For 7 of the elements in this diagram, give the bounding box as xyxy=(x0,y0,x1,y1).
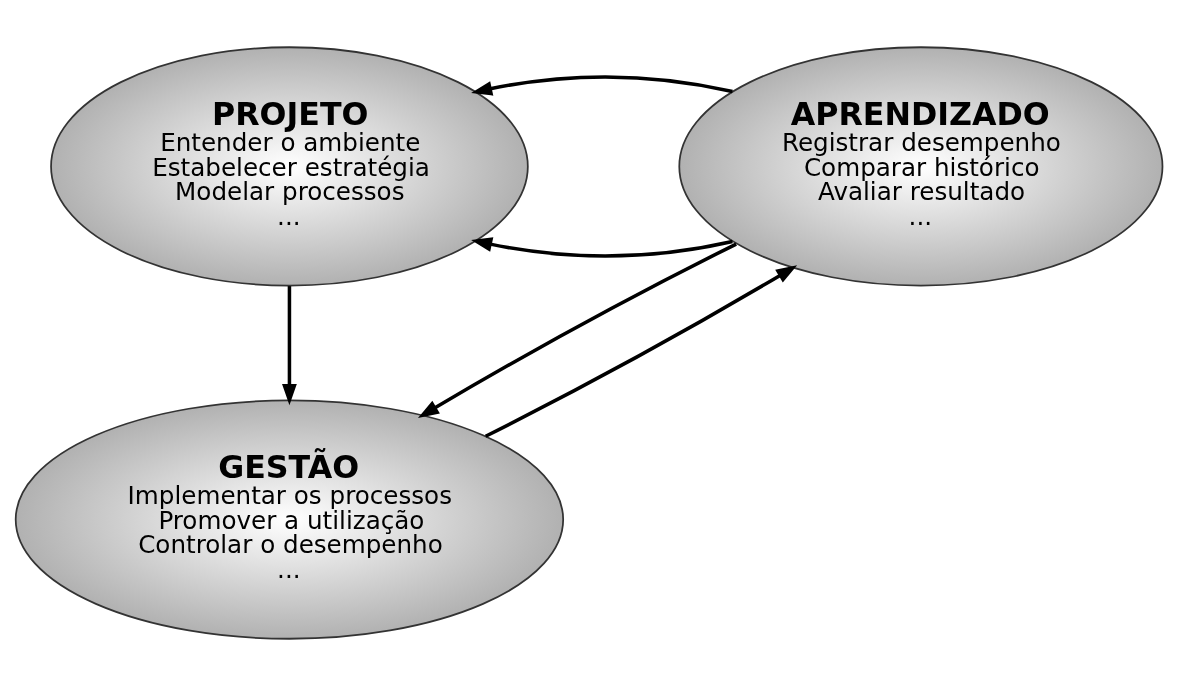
arrow xyxy=(471,75,733,96)
arrow xyxy=(417,242,737,418)
node-ellipse: PROJETO Entender o ambiente Estabelecer estratégia Modelar processos ... xyxy=(50,46,529,287)
node-ellipse: APRENDIZADO Registrar desempenho Comparar histórico Avaliar resultado ... xyxy=(678,46,1164,287)
arrow xyxy=(484,265,798,438)
arrow xyxy=(282,286,297,406)
arrow xyxy=(471,237,733,258)
